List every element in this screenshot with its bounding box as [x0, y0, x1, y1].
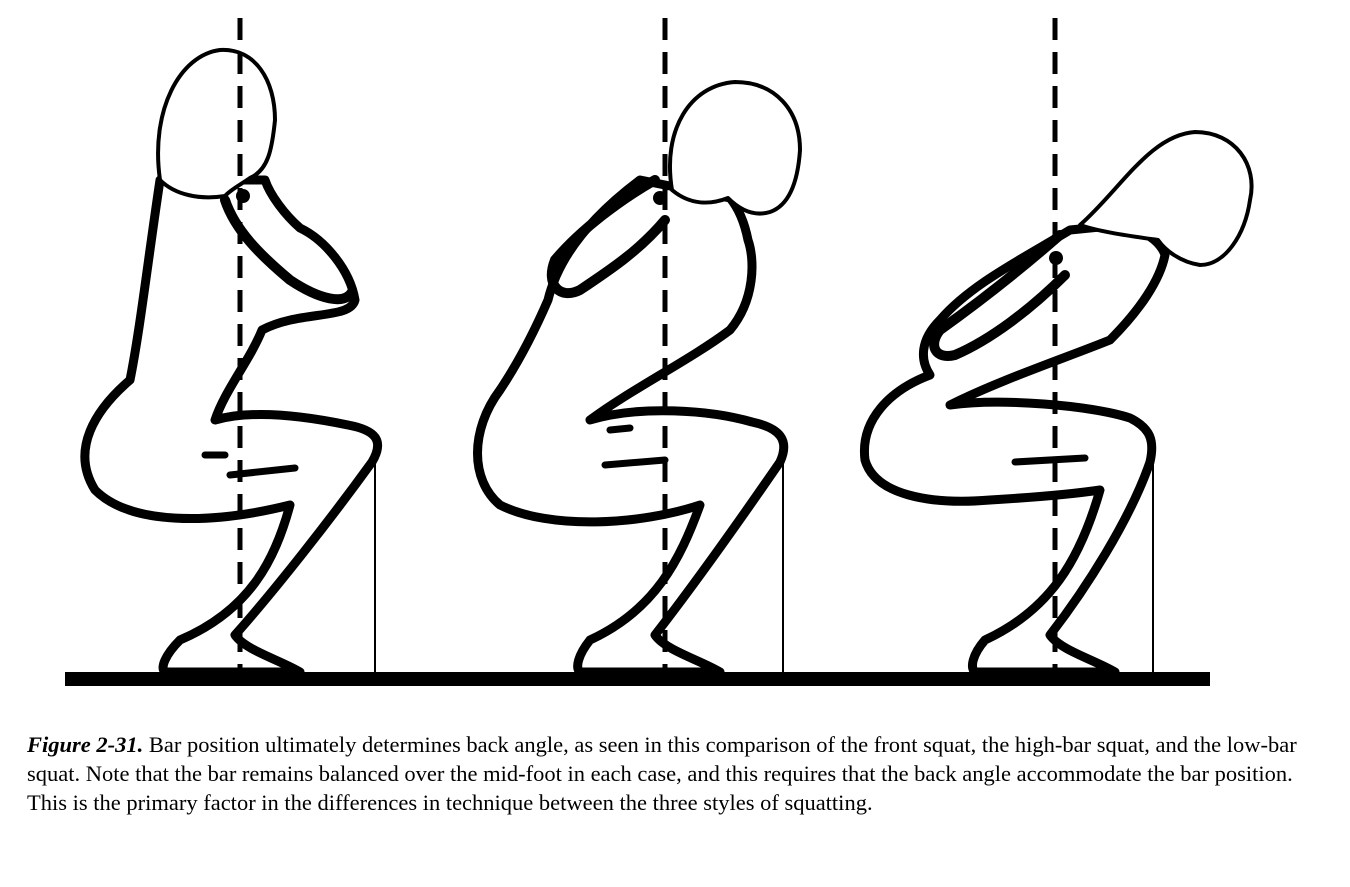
low-bar-arm — [929, 230, 1070, 361]
high-bar-arm — [546, 175, 670, 299]
caption-text: Bar position ultimately determines back … — [27, 732, 1297, 815]
front-squat-figure — [80, 47, 383, 677]
high-bar-thigh-mark — [601, 424, 669, 469]
low-bar-thigh-mark — [1011, 454, 1089, 466]
high-bar-head — [668, 80, 802, 216]
floor-line — [65, 672, 1210, 686]
low-bar-head — [1078, 130, 1254, 267]
low-bar-body-outline — [859, 220, 1170, 677]
front-squat-arm — [220, 195, 357, 305]
figure-caption: Figure 2-31. Bar position ultimately det… — [27, 730, 1332, 817]
squat-comparison-illustration — [65, 18, 1254, 686]
front-squat-head — [156, 47, 277, 200]
high-bar-squat-figure — [473, 80, 802, 677]
front-squat-body-outline — [80, 175, 383, 677]
low-bar-squat-figure — [859, 130, 1254, 677]
figure-label: Figure 2-31. — [27, 732, 144, 757]
